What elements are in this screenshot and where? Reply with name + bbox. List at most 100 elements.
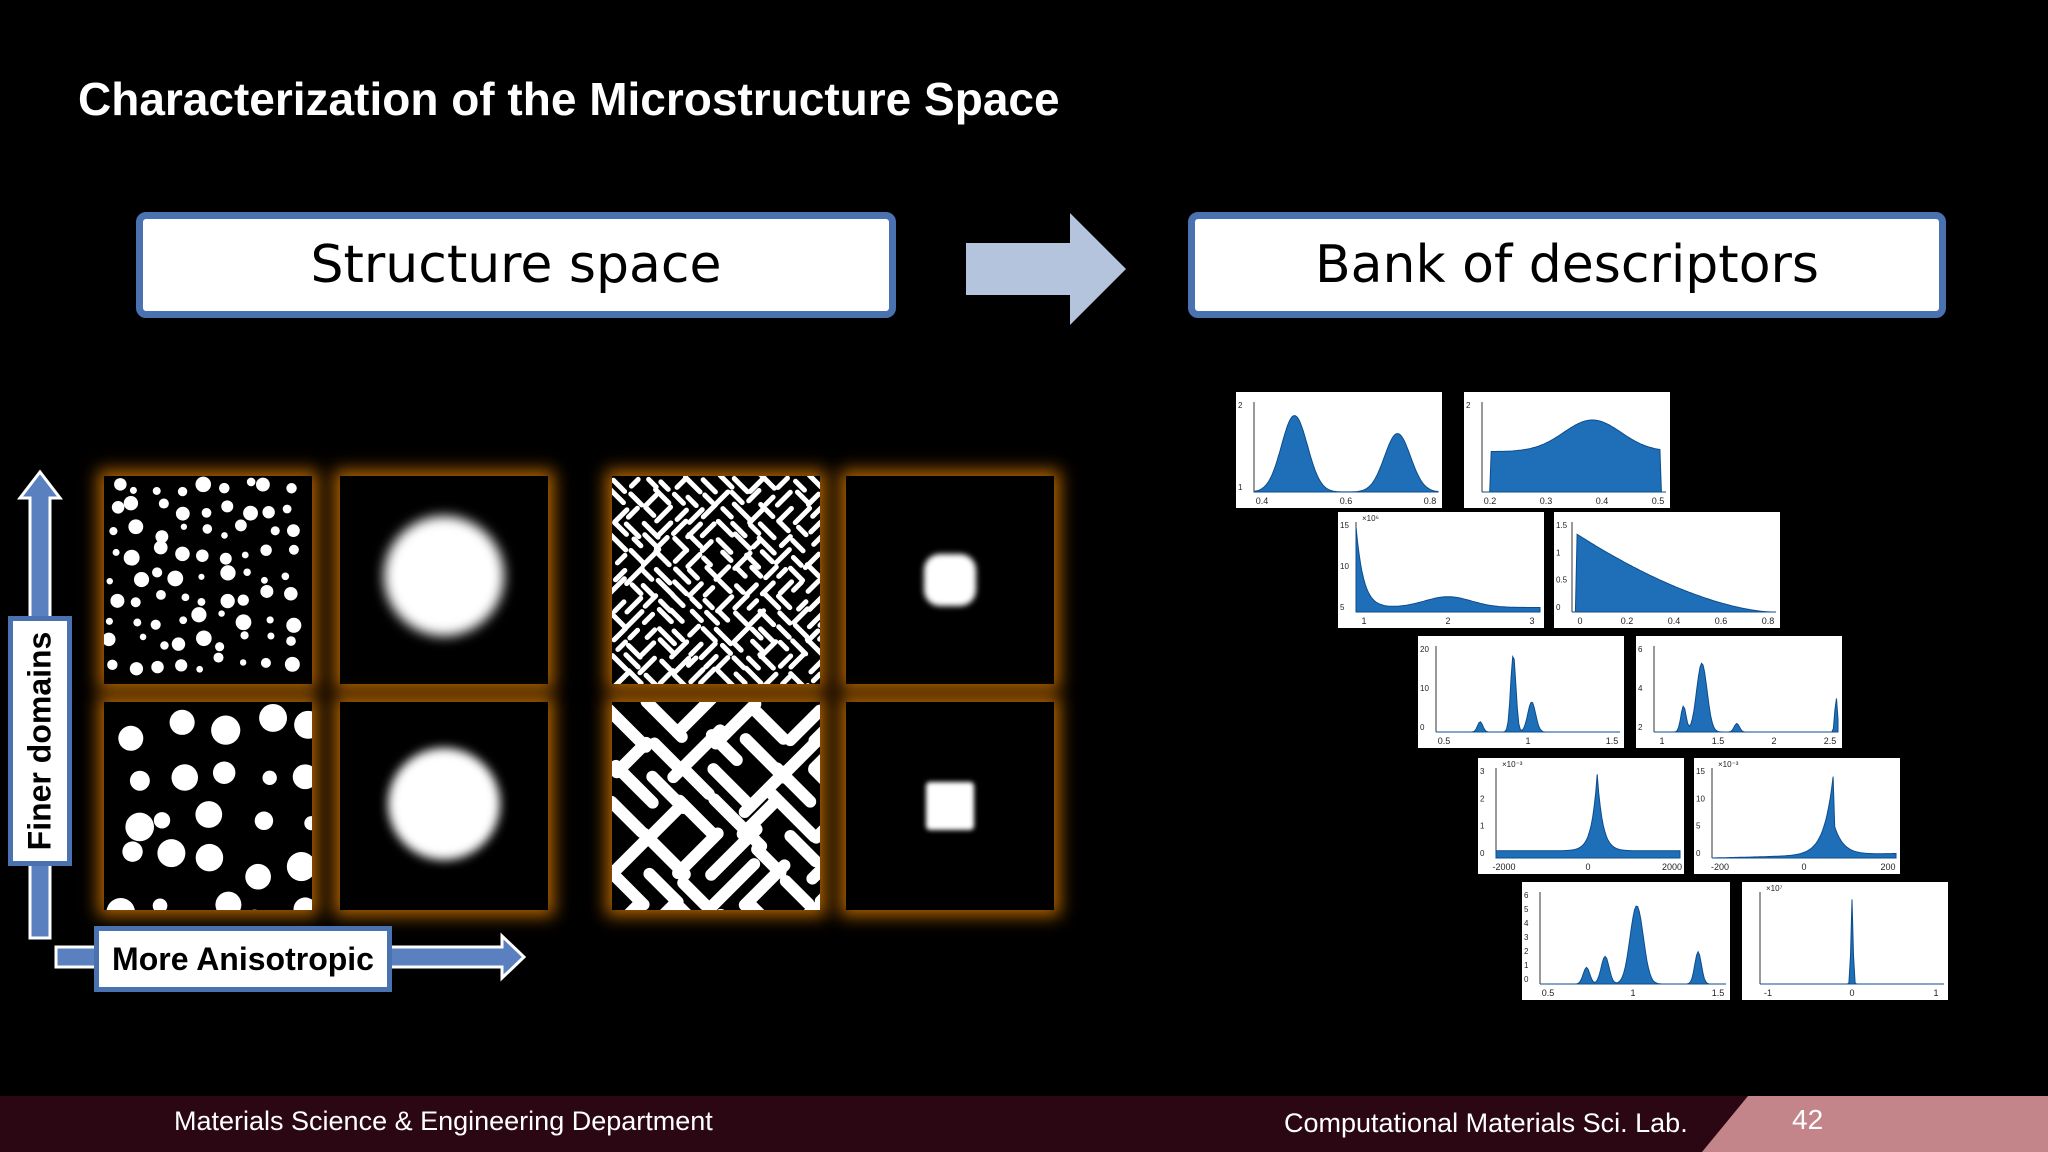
micro-panel-dots-coarse [104, 702, 312, 910]
tick-label: 0.5 [1542, 988, 1555, 998]
y-tick-label: 2 [1638, 723, 1643, 732]
y-tick-label: 20 [1420, 645, 1429, 654]
tick-label: 1 [1361, 616, 1366, 626]
tick-label: -2000 [1492, 862, 1515, 872]
footer-bar [0, 1096, 2048, 1152]
tick-label: 0.6 [1340, 496, 1353, 506]
y-tick-label: 10 [1420, 684, 1429, 693]
micro-panel-square-coarse [846, 702, 1054, 910]
tick-label: 1.5 [1606, 736, 1619, 746]
bank-of-descriptors-label: Bank of descriptors [1315, 235, 1819, 295]
y-tick-label: 15 [1340, 521, 1349, 530]
micro-panel-blob-coarse [340, 702, 548, 910]
bank-of-descriptors-box: Bank of descriptors [1188, 212, 1946, 318]
y-tick-label: 0 [1420, 723, 1425, 732]
page-number: 42 [1792, 1104, 1824, 1135]
descriptor-curve [1540, 905, 1726, 985]
tick-label: -1 [1764, 988, 1772, 998]
more-anisotropic-label-box: More Anisotropic [94, 926, 392, 992]
y-tick-label: 10 [1696, 794, 1705, 803]
y-tick-label: 0 [1556, 603, 1561, 612]
more-anisotropic-label: More Anisotropic [112, 940, 374, 977]
tick-label: 0.4 [1668, 616, 1681, 626]
micro-panel-square-fine [846, 476, 1054, 684]
structure-space-label: Structure space [310, 235, 722, 295]
y-tick-label: 4 [1638, 684, 1643, 693]
right-arrow-icon [966, 213, 1126, 325]
descriptor-curve [1572, 533, 1776, 613]
tick-label: 0.8 [1424, 496, 1437, 506]
tick-label: 1 [1659, 736, 1664, 746]
y-tick-label: 2 [1238, 401, 1243, 410]
y-tick-label: 0 [1480, 849, 1485, 858]
descriptor-plot-4: 0 0.2 0.4 0.6 0.8 1.5 1 0.5 0 [1554, 512, 1780, 628]
y-tick-label: 0 [1696, 849, 1701, 858]
tick-label: 0.2 [1484, 496, 1497, 506]
y-tick-label: 6 [1524, 891, 1529, 900]
y-tick-label: 0 [1524, 975, 1529, 984]
y-tick-label: 15 [1696, 767, 1705, 776]
tick-label: 0.2 [1621, 616, 1634, 626]
descriptor-curve [1355, 526, 1541, 613]
tick-label: 1.5 [1712, 988, 1725, 998]
y-tick-label: 2 [1466, 401, 1471, 410]
tick-label: 2.5 [1824, 736, 1837, 746]
tick-label: 2 [1771, 736, 1776, 746]
micro-panel-dots-fine [104, 476, 312, 684]
y-tick-label: 3 [1480, 767, 1485, 776]
descriptor-curve [1760, 899, 1944, 985]
descriptor-curve [1495, 774, 1681, 859]
plot-axes [1711, 768, 1896, 859]
descriptor-curve [1482, 419, 1666, 493]
exponent-label: ×10⁻³ [1502, 760, 1523, 769]
slide-title: Characterization of the Microstructure S… [78, 73, 1060, 125]
micro-panel-stripes-fine [612, 476, 820, 684]
finer-domains-label-box: Finer domains [8, 616, 72, 866]
exponent-label: ×10⁻³ [1718, 760, 1739, 769]
tick-label: 200 [1880, 862, 1895, 872]
tick-label: 2 [1445, 616, 1450, 626]
y-tick-label: 6 [1638, 645, 1643, 654]
exponent-label: ×10⁷ [1766, 884, 1783, 893]
tick-label: 0.6 [1715, 616, 1728, 626]
tick-label: -200 [1711, 862, 1729, 872]
micro-panel-blob-fine [340, 476, 548, 684]
footer-department: Materials Science & Engineering Departme… [174, 1106, 713, 1136]
tick-label: 0.3 [1540, 496, 1553, 506]
tick-label: 2000 [1662, 862, 1682, 872]
y-tick-label: 1 [1556, 548, 1561, 557]
tick-label: 0.8 [1762, 616, 1775, 626]
descriptor-curve [1436, 655, 1620, 733]
tick-label: 0 [1577, 616, 1582, 626]
y-tick-label: 5 [1696, 822, 1701, 831]
descriptor-plot-8: -200 0 200 15 10 5 0 ×10⁻³ [1694, 758, 1900, 874]
descriptor-curve [1253, 415, 1439, 493]
y-tick-label: 5 [1340, 603, 1345, 612]
y-tick-label: 2 [1524, 947, 1529, 956]
tick-label: 0 [1801, 862, 1806, 872]
exponent-label: ×10⁶ [1362, 514, 1379, 523]
tick-label: 0.4 [1256, 496, 1269, 506]
micro-panel-stripes-coarse [612, 702, 820, 910]
y-tick-label: 2 [1480, 794, 1485, 803]
descriptor-plot-10: -1 0 1 ×10⁷ [1742, 882, 1948, 1000]
tick-label: 0 [1849, 988, 1854, 998]
y-tick-label: 0.5 [1556, 576, 1568, 585]
axis-arrows [16, 469, 527, 982]
y-tick-label: 3 [1524, 933, 1529, 942]
descriptor-plot-1: 0.4 0.6 0.8 2 1 [1236, 392, 1442, 508]
footer-lab: Computational Materials Sci. Lab. [1284, 1108, 1688, 1138]
y-tick-label: 5 [1524, 905, 1529, 914]
structure-space-box: Structure space [136, 212, 896, 318]
y-tick-label: 1.5 [1556, 521, 1568, 530]
y-tick-label: 1 [1238, 483, 1243, 492]
tick-label: 1 [1630, 988, 1635, 998]
tick-label: 1 [1933, 988, 1938, 998]
finer-domains-label: Finer domains [21, 631, 58, 851]
y-tick-label: 10 [1340, 562, 1349, 571]
